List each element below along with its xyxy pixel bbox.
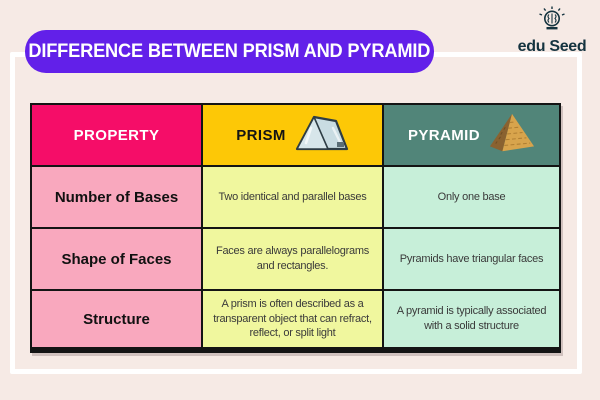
eduseed-logo: edu Seed [512,6,592,56]
logo-text: edu Seed [517,38,587,55]
column-header-pyramid-label: PYRAMID [408,126,480,144]
cell-text: Faces are always parallelograms and rect… [215,245,370,272]
page-title: DIFFERENCE BETWEEN PRISM AND PYRAMID [28,40,431,62]
prism-icon [295,114,349,156]
pyramid-icon [489,111,535,159]
property-label: Structure [83,310,150,328]
row-label-number-of-bases: Number of Bases [32,167,203,229]
prism-structure-cell: A prism is often described as a transpar… [203,291,384,347]
pyramid-shape-of-faces-cell: Pyramids have triangular faces [384,229,559,291]
prism-number-of-bases-cell: Two identical and parallel bases [203,167,384,229]
cell-text: A prism is often described as a transpar… [213,298,372,340]
comparison-table: PROPERTY PRISM PYRAMID [30,103,561,353]
lightbulb-brain-icon [537,6,567,39]
column-header-property: PROPERTY [32,105,203,167]
column-header-pyramid: PYRAMID [384,105,559,167]
cell-text: A pyramid is typically associated with a… [396,305,547,332]
column-header-prism-label: PRISM [236,126,286,144]
cell-text: Two identical and parallel bases [218,190,367,203]
title-banner: DIFFERENCE BETWEEN PRISM AND PYRAMID [25,30,434,73]
row-label-shape-of-faces: Shape of Faces [32,229,203,291]
column-header-property-label: PROPERTY [73,126,160,144]
row-label-structure: Structure [32,291,203,347]
cell-text: Only one base [437,190,506,203]
property-label: Number of Bases [54,188,179,206]
cell-text: Pyramids have triangular faces [399,252,544,265]
prism-shape-of-faces-cell: Faces are always parallelograms and rect… [203,229,384,291]
pyramid-number-of-bases-cell: Only one base [384,167,559,229]
pyramid-structure-cell: A pyramid is typically associated with a… [384,291,559,347]
property-label: Shape of Faces [61,250,172,268]
column-header-prism: PRISM [203,105,384,167]
